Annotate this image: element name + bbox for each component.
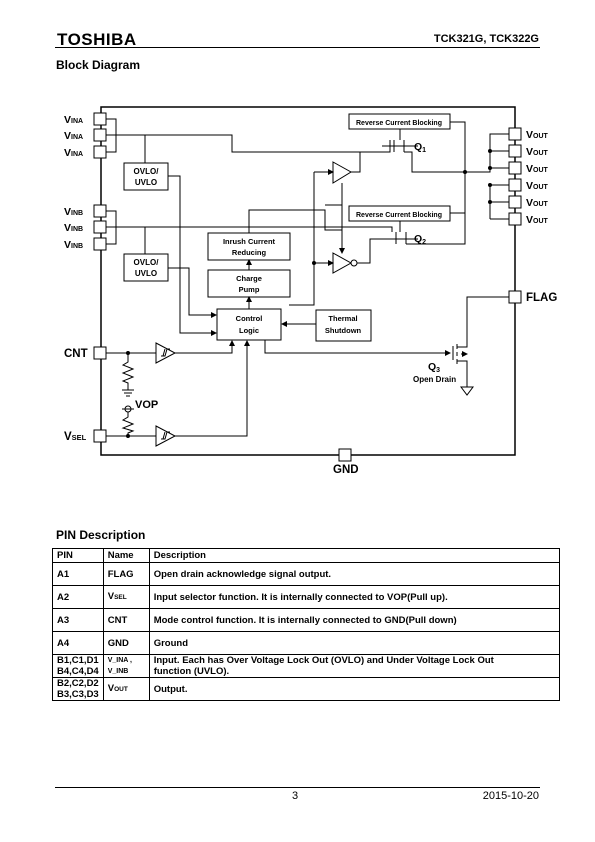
- label-flag: FLAG: [526, 292, 557, 304]
- header-name: Name: [102, 548, 150, 563]
- label-q3: Q3: [428, 361, 440, 374]
- thermal-line1: Thermal: [328, 314, 357, 323]
- cell-pin: B2,C2,D2 B3,C3,D3: [52, 677, 104, 701]
- label-vinb-2: VINB: [64, 222, 83, 234]
- label-vout-5: VOUT: [526, 197, 549, 209]
- label-gnd: GND: [333, 464, 359, 476]
- table-header-row: PIN Name Description: [52, 548, 561, 563]
- pin-description-title: PIN Description: [56, 528, 146, 542]
- label-vop: VOP: [135, 399, 158, 411]
- control-line2: Logic: [239, 326, 259, 335]
- publication-date: 2015-10-20: [482, 790, 539, 802]
- pin-box-vout-2: [508, 144, 522, 158]
- charge-line1: Charge: [236, 274, 262, 283]
- cell-pin: A2: [52, 585, 104, 609]
- cell-name: FLAG: [102, 562, 150, 586]
- cell-pin: A4: [52, 631, 104, 655]
- pin-box-vina-2: [93, 128, 107, 142]
- cell-desc: Ground: [148, 631, 561, 655]
- block-diagram: VINA VINA VINA VINB VINB VINB VOUT VOUT …: [64, 106, 557, 476]
- label-vsel: VSEL: [64, 431, 87, 443]
- pin-description-table: PIN Name Description A1 FLAG Open drain …: [52, 548, 561, 701]
- pin-box-vinb-2: [93, 220, 107, 234]
- pin-box-vout-4: [508, 178, 522, 192]
- cell-name: CNT: [102, 608, 150, 632]
- label-vinb-3: VINB: [64, 239, 83, 251]
- pin-box-vinb-1: [93, 204, 107, 218]
- footer-rule: [55, 787, 540, 788]
- label-q2: Q2: [414, 233, 426, 246]
- label-open-drain: Open Drain: [413, 375, 456, 384]
- cell-name: VOUT: [102, 677, 150, 701]
- table-row: A1 FLAG Open drain acknowledge signal ou…: [52, 562, 561, 586]
- cell-pin: B1,C1,D1 B4,C4,D4: [52, 654, 104, 678]
- table-row: B2,C2,D2 B3,C3,D3 VOUT Output.: [52, 677, 561, 701]
- cell-desc: Mode control function. It is internally …: [148, 608, 561, 632]
- control-line1: Control: [236, 314, 263, 323]
- label-vout-3: VOUT: [526, 163, 549, 175]
- thermal-line2: Shutdown: [325, 326, 362, 335]
- inrush-line2: Reducing: [232, 248, 267, 257]
- pin-box-vout-6: [508, 212, 522, 226]
- label-vina-1: VINA: [64, 114, 83, 126]
- cell-pin: A1: [52, 562, 104, 586]
- cell-pin: A3: [52, 608, 104, 632]
- pin-box-flag: [508, 290, 522, 304]
- driver-inverter-2: [332, 252, 353, 274]
- label-vina-3: VINA: [64, 147, 83, 159]
- name-main: V: [107, 591, 115, 602]
- page-number: 3: [292, 790, 299, 802]
- driver-buffer-1: [332, 161, 352, 184]
- label-vina-2: VINA: [64, 130, 83, 142]
- table-row: B1,C1,D1 B4,C4,D4 V_INA , V_INB Input. E…: [52, 654, 561, 678]
- inrush-line1: Inrush Current: [223, 237, 276, 246]
- table-row: A2 VSEL Input selector function. It is i…: [52, 585, 561, 609]
- thermal-box: [315, 309, 372, 342]
- name-sub: OUT: [114, 686, 128, 693]
- pin-box-cnt: [93, 346, 107, 360]
- header-pin: PIN: [52, 548, 104, 563]
- label-vout-2: VOUT: [526, 146, 549, 158]
- ovlo2-line1: OVLO/: [134, 258, 160, 267]
- label-q1: Q1: [414, 141, 426, 154]
- ovlo1-line1: OVLO/: [134, 167, 160, 176]
- label-vinb-1: VINB: [64, 206, 83, 218]
- label-cnt: CNT: [64, 348, 88, 360]
- pin-box-vout-3: [508, 161, 522, 175]
- part-numbers: TCK321G, TCK322G: [433, 33, 539, 45]
- label-vout-4: VOUT: [526, 180, 549, 192]
- table-row: A3 CNT Mode control function. It is inte…: [52, 608, 561, 632]
- cell-desc: Input. Each has Over Voltage Lock Out (O…: [148, 654, 561, 678]
- pin-box-gnd: [338, 448, 352, 462]
- rcb1-label: Reverse Current Blocking: [356, 120, 442, 127]
- header-description: Description: [148, 548, 561, 563]
- cell-name: GND: [102, 631, 150, 655]
- cell-name: VSEL: [102, 585, 150, 609]
- ovlo1-line2: UVLO: [135, 178, 157, 187]
- cell-desc: Output.: [148, 677, 561, 701]
- cell-desc: Open drain acknowledge signal output.: [148, 562, 561, 586]
- pin-box-vina-3: [93, 145, 107, 159]
- label-vout-6: VOUT: [526, 214, 549, 226]
- pin-box-vina-1: [93, 112, 107, 126]
- cell-name: V_INA , V_INB: [102, 654, 150, 678]
- pin-box-vinb-3: [93, 237, 107, 251]
- rcb2-label: Reverse Current Blocking: [356, 212, 442, 219]
- header-rule: [55, 47, 540, 48]
- table-row: A4 GND Ground: [52, 631, 561, 655]
- cell-desc: Input selector function. It is internall…: [148, 585, 561, 609]
- pin-box-vout-5: [508, 195, 522, 209]
- pin-box-vsel: [93, 429, 107, 443]
- ovlo2-line2: UVLO: [135, 269, 157, 278]
- label-vout-1: VOUT: [526, 129, 549, 141]
- pin-box-vout-1: [508, 127, 522, 141]
- charge-line2: Pump: [239, 285, 260, 294]
- name-main: V: [107, 683, 115, 694]
- toshiba-logo: TOSHIBA: [57, 30, 137, 49]
- name-sub: SEL: [114, 594, 127, 601]
- chip-outline: [100, 106, 516, 456]
- block-diagram-title: Block Diagram: [56, 58, 141, 72]
